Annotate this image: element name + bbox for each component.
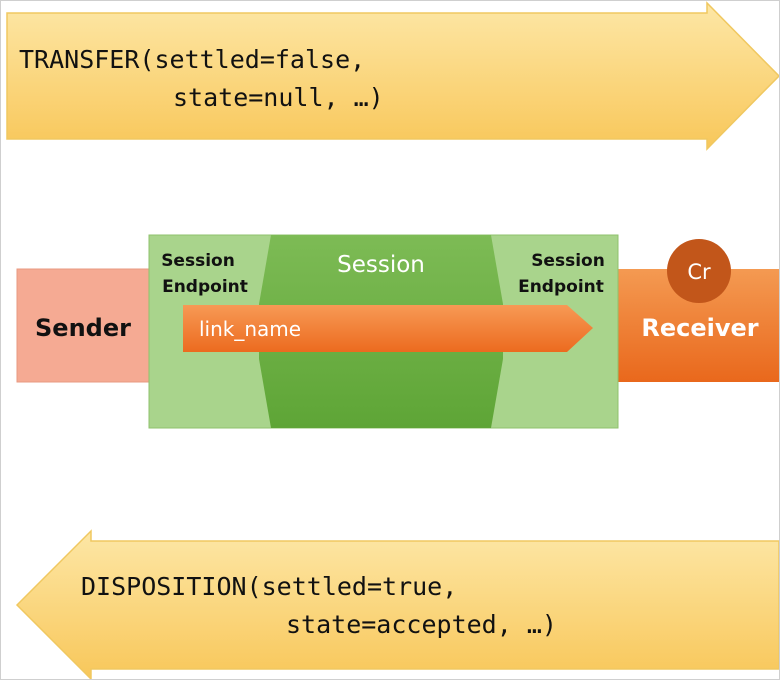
session-label: Session [337, 252, 425, 278]
link-label: link_name [199, 317, 301, 341]
left-endpoint-line1: Session [161, 251, 235, 271]
receiver-label: Receiver [641, 314, 758, 342]
disposition-line2: state=accepted, …) [286, 610, 557, 639]
transfer-arrow: TRANSFER(settled=false, state=null, …) [6, 1, 779, 151]
transfer-line2: state=null, …) [173, 83, 384, 112]
right-endpoint-line1: Session [531, 251, 605, 271]
transfer-arrow-shape [6, 1, 779, 151]
link-arrow: link_name [183, 305, 593, 352]
receiver-badge [667, 239, 731, 303]
transfer-line1: TRANSFER(settled=false, [19, 45, 365, 74]
link-arrow-shape [183, 305, 593, 352]
receiver-node: Cr Receiver [615, 239, 779, 382]
sender-box [16, 268, 152, 383]
sender-node: Sender [16, 268, 152, 383]
sender-label: Sender [35, 314, 131, 342]
receiver-badge-label: Cr [687, 260, 711, 284]
disposition-line1: DISPOSITION(settled=true, [81, 572, 457, 601]
disposition-arrow: DISPOSITION(settled=true, state=accepted… [15, 529, 779, 679]
disposition-arrow-shape [15, 529, 779, 679]
left-endpoint-line2: Endpoint [162, 277, 248, 297]
right-endpoint-line2: Endpoint [518, 277, 604, 297]
